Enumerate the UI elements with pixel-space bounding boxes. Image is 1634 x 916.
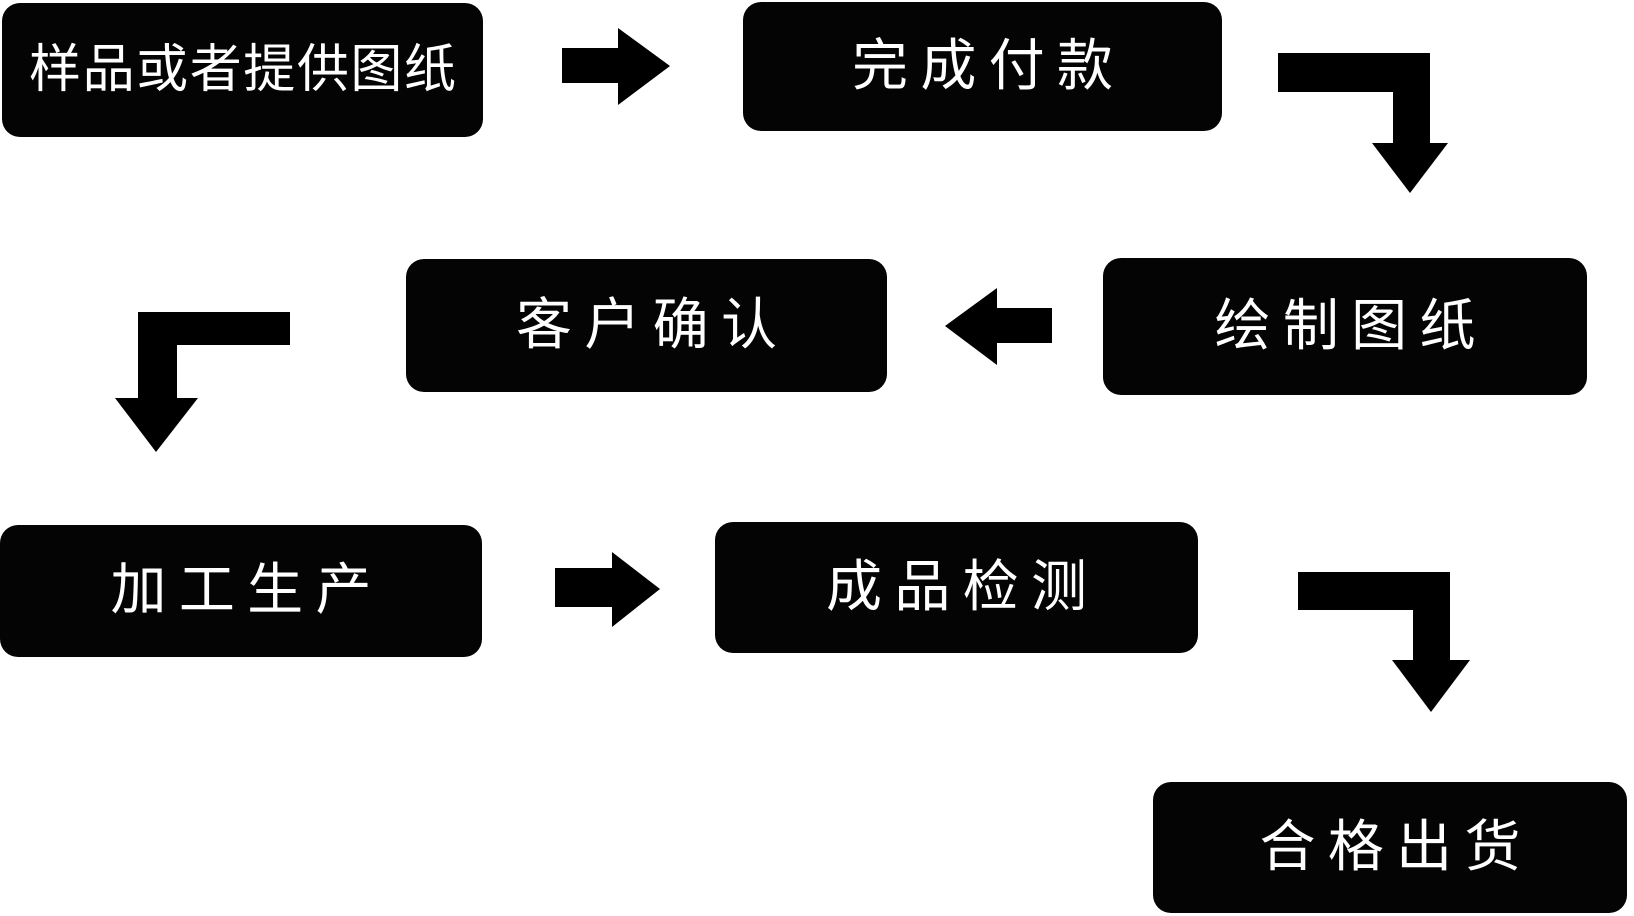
flow-node-inspection: 成品检测 bbox=[715, 522, 1198, 653]
flow-node-label: 绘制图纸 bbox=[1214, 293, 1488, 359]
elbow-arrow-down-icon bbox=[1278, 53, 1448, 193]
flow-node-label: 客户确认 bbox=[516, 292, 790, 358]
flow-node-label: 成品检测 bbox=[826, 554, 1100, 620]
flow-node-label: 样品或者提供图纸 bbox=[29, 40, 458, 100]
flow-node-label: 加工生产 bbox=[110, 558, 384, 623]
arrow-left-icon bbox=[945, 288, 1052, 365]
flow-node-label: 完成付款 bbox=[852, 33, 1126, 99]
elbow-arrow-down-icon bbox=[1298, 572, 1470, 712]
elbow-arrow-down-icon bbox=[115, 312, 290, 452]
flow-node-shipment: 合格出货 bbox=[1153, 782, 1627, 913]
flow-node-production: 加工生产 bbox=[0, 525, 482, 657]
flow-node-confirm: 客户确认 bbox=[406, 259, 887, 392]
flow-node-drawing: 绘制图纸 bbox=[1103, 258, 1587, 395]
arrow-right-icon bbox=[562, 28, 670, 105]
arrow-right-icon bbox=[555, 552, 660, 627]
flow-node-label: 合格出货 bbox=[1259, 814, 1533, 880]
flow-node-payment: 完成付款 bbox=[743, 2, 1222, 131]
flow-node-sample: 样品或者提供图纸 bbox=[2, 3, 483, 137]
